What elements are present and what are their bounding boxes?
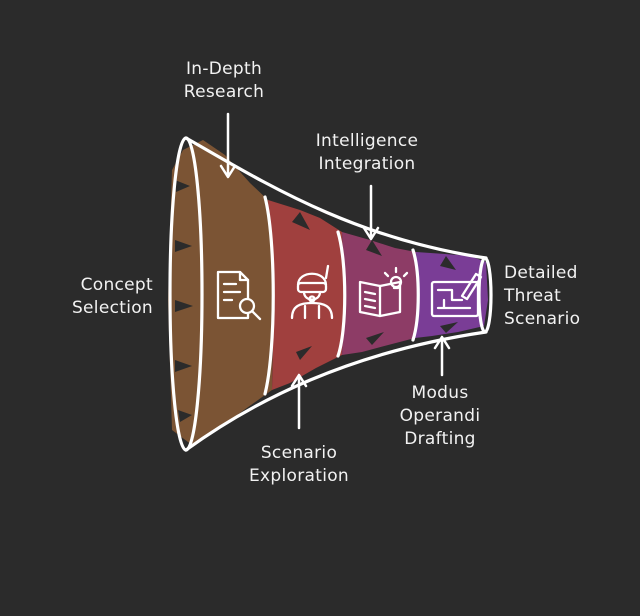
arrow-modus-operandi [435,337,449,375]
label-detailed-threat-scenario: Detailed Threat Scenario [504,262,614,331]
arrow-scenario-exploration [292,375,306,428]
label-concept-selection: Concept Selection [40,274,153,320]
label-intelligence-integration: Intelligence Integration [298,130,436,176]
arrow-in-depth-research [221,114,235,177]
label-scenario-exploration: Scenario Exploration [236,442,362,488]
arrow-intelligence-integration [364,186,378,239]
segment-fill-2 [268,200,345,390]
label-in-depth-research: In-Depth Research [164,58,284,104]
label-modus-operandi-drafting: Modus Operandi Drafting [384,382,496,451]
